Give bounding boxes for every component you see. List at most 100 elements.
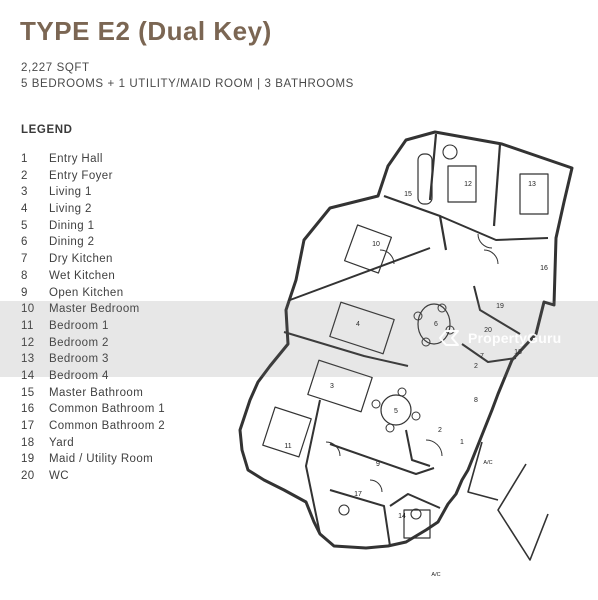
room-label: 3	[330, 383, 334, 390]
legend-label: Open Kitchen	[49, 286, 124, 299]
legend-label: Yard	[49, 436, 75, 449]
legend-number: 12	[21, 336, 35, 349]
chair-icon	[413, 311, 423, 321]
legend-label: Master Bedroom	[49, 303, 140, 316]
legend-label: Maid / Utility Room	[49, 453, 154, 466]
basin-icon	[410, 508, 422, 520]
chair-icon	[421, 337, 431, 347]
wall-line	[389, 493, 441, 509]
chair-icon	[397, 387, 407, 397]
legend-number: 13	[21, 353, 35, 366]
bed-icon	[403, 509, 431, 539]
room-label: 2	[438, 427, 442, 434]
room-label: 12	[464, 181, 472, 188]
room-label: 1	[460, 439, 464, 446]
room-label: 20	[484, 327, 492, 334]
legend-label: Bedroom 1	[49, 319, 109, 332]
floor-plan: 1 2 2 3 4 5 6 7 8 9 10 11 12 13 14 15 16…	[238, 130, 574, 578]
legend-number: 14	[21, 369, 35, 382]
legend-label: Living 1	[49, 186, 92, 199]
legend-label: Dry Kitchen	[49, 253, 113, 266]
chair-icon	[437, 303, 447, 313]
wall-line	[383, 194, 448, 251]
room-label: 10	[372, 241, 380, 248]
legend-label: Common Bathroom 1	[49, 403, 166, 416]
watermark-band	[0, 301, 598, 377]
wall-line	[461, 343, 517, 363]
wall-line	[497, 463, 549, 561]
room-label: 8	[474, 397, 478, 404]
wall-line	[439, 215, 549, 241]
chair-icon	[385, 423, 395, 433]
watermark: PropertyGuru	[438, 328, 561, 348]
bed-icon	[447, 165, 477, 203]
legend-item: 19 Maid / Utility Room	[21, 451, 165, 468]
wall-line	[283, 331, 409, 367]
wall-line	[289, 247, 431, 301]
legend-number: 5	[21, 219, 28, 232]
unit-area: 2,227 SQFT	[21, 62, 90, 74]
room-label: 2	[474, 363, 478, 370]
door-arc	[425, 439, 443, 457]
outer-wall	[238, 130, 574, 550]
legend-label: Dining 2	[49, 236, 95, 249]
watermark-text: PropertyGuru	[468, 330, 562, 346]
unit-rooms: 5 BEDROOMS + 1 UTILITY/MAID ROOM | 3 BAT…	[21, 78, 354, 90]
room-label: 7	[480, 353, 484, 360]
sofa-icon	[307, 359, 373, 413]
legend-label: Wet Kitchen	[49, 269, 116, 282]
legend-number: 10	[21, 303, 35, 316]
legend-item: 9 Open Kitchen	[21, 285, 165, 302]
legend-number: 2	[21, 169, 28, 182]
wall-line	[329, 489, 391, 547]
sofa-icon	[329, 301, 395, 355]
legend-title: LEGEND	[21, 124, 73, 136]
room-label: 6	[434, 321, 438, 328]
legend-label: WC	[49, 470, 69, 483]
room-label: 14	[398, 513, 406, 520]
legend-label: Dining 1	[49, 219, 95, 232]
legend-item: 20 WC	[21, 468, 165, 485]
legend-number: 20	[21, 470, 35, 483]
door-arc	[483, 249, 499, 265]
basin-icon	[442, 144, 458, 160]
legend-item: 14 Bedroom 4	[21, 368, 165, 385]
room-label: 18	[514, 349, 522, 356]
door-arc	[325, 441, 341, 457]
legend-number: 9	[21, 286, 28, 299]
wall-line	[305, 399, 321, 535]
legend-number: 19	[21, 453, 35, 466]
legend-number: 16	[21, 403, 35, 416]
legend-label: Bedroom 4	[49, 369, 109, 382]
legend-label: Bedroom 3	[49, 353, 109, 366]
room-label: 11	[284, 443, 291, 450]
legend-item: 2 Entry Foyer	[21, 168, 165, 185]
room-label: 5	[394, 408, 398, 415]
chair-icon	[371, 399, 381, 409]
room-label: 9	[376, 461, 380, 468]
bathtub-icon	[417, 153, 433, 205]
room-label: 16	[540, 265, 548, 272]
legend-number: 17	[21, 420, 35, 432]
legend-item: 16 Common Bathroom 1	[21, 401, 165, 418]
basin-icon	[338, 504, 350, 516]
wall-line	[405, 429, 431, 467]
bed-icon	[519, 173, 549, 215]
bed-icon	[262, 406, 312, 458]
legend-label: Living 2	[49, 203, 92, 216]
legend-number: 1	[21, 153, 28, 165]
legend-number: 15	[21, 386, 35, 399]
legend-label: Entry Foyer	[49, 169, 113, 182]
legend-item: 13 Bedroom 3	[21, 351, 165, 368]
legend-item: 10 Master Bedroom	[21, 301, 165, 318]
chair-icon	[411, 411, 421, 421]
